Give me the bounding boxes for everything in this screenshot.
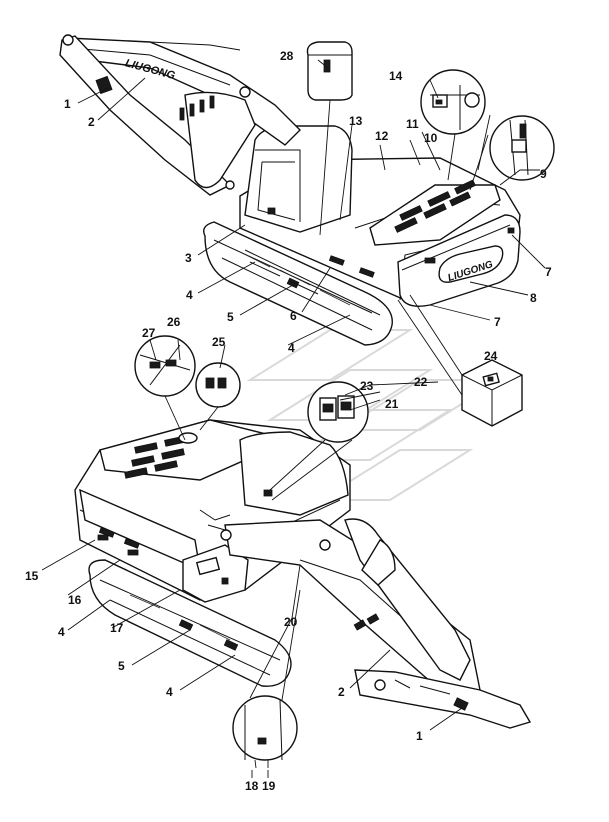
label-25: 25: [212, 335, 226, 349]
label-2-top: 2: [88, 115, 95, 129]
bottom-engine-grills: [124, 435, 188, 479]
label-22: 22: [414, 375, 428, 389]
bottom-excavator: LIUGONG: [74, 419, 532, 729]
callout-9-circle: [489, 115, 555, 181]
label-7-right: 7: [545, 265, 552, 279]
bottom-track-decal: [178, 619, 194, 631]
label-28: 28: [280, 49, 294, 63]
callout-28-box: [306, 41, 353, 101]
callout-numbers: 1 2 3 4 5 6 4 7 8 7 9 10 11 12 13 14 28 …: [25, 49, 552, 793]
label-18: 18: [245, 779, 259, 793]
bottom-dipper: [354, 669, 532, 729]
top-arm-decal: [95, 75, 113, 95]
label-4-bottom-left: 4: [58, 625, 65, 639]
label-21: 21: [385, 397, 399, 411]
label-9: 9: [540, 167, 547, 181]
label-17: 17: [110, 621, 124, 635]
leader-lines: [41, 59, 546, 769]
top-body-decal-a: [328, 255, 345, 266]
label-1-bottom: 1: [416, 729, 423, 743]
label-11: 11: [406, 117, 419, 131]
top-excavator: LIUGONG LIUGONG: [59, 34, 521, 346]
label-15: 15: [25, 569, 39, 583]
label-3: 3: [185, 251, 192, 265]
bottom-toolbox: [182, 544, 249, 603]
label-8: 8: [530, 291, 537, 305]
callout-18-19-circle: [232, 695, 298, 761]
label-14: 14: [389, 69, 403, 83]
label-10: 10: [424, 131, 438, 145]
label-24: 24: [484, 349, 498, 363]
label-26: 26: [167, 315, 181, 329]
label-6: 6: [290, 309, 297, 323]
label-2-bottom: 2: [338, 685, 345, 699]
callout-26-27-circle: [134, 335, 196, 397]
label-13: 13: [349, 114, 363, 128]
top-bucket: [184, 91, 256, 189]
label-4-bottom: 4: [166, 685, 173, 699]
label-1-top: 1: [64, 97, 71, 111]
callout-25-circle: [195, 362, 241, 408]
label-19: 19: [262, 779, 276, 793]
label-4-mid: 4: [288, 341, 295, 355]
top-cab-decal: [267, 207, 276, 215]
label-16: 16: [68, 593, 82, 607]
bottom-dipper-decal: [453, 697, 469, 711]
bottom-track: [88, 559, 292, 687]
label-5-top: 5: [227, 310, 234, 324]
label-4-top: 4: [186, 288, 193, 302]
callout-14-circle: [420, 69, 486, 135]
top-arm: [59, 35, 232, 196]
callout-21-23-circle: [307, 381, 369, 443]
label-23: 23: [360, 379, 374, 393]
top-engine-grills: [394, 179, 476, 233]
callout-24-box: [461, 359, 523, 427]
bottom-bucket: [361, 539, 396, 586]
label-5-bottom: 5: [118, 659, 125, 673]
top-boom-hoses: [179, 95, 215, 121]
label-20: 20: [284, 615, 298, 629]
top-boom: [67, 37, 301, 146]
top-body-decal-b: [358, 267, 375, 278]
label-27: 27: [142, 326, 156, 340]
bottom-boom-hoses: [353, 613, 380, 631]
bottom-fuel-cap: [178, 432, 198, 444]
top-logo-plate: [438, 245, 504, 283]
label-7-lower: 7: [494, 315, 501, 329]
top-cab: [244, 125, 353, 233]
label-12: 12: [375, 129, 389, 143]
